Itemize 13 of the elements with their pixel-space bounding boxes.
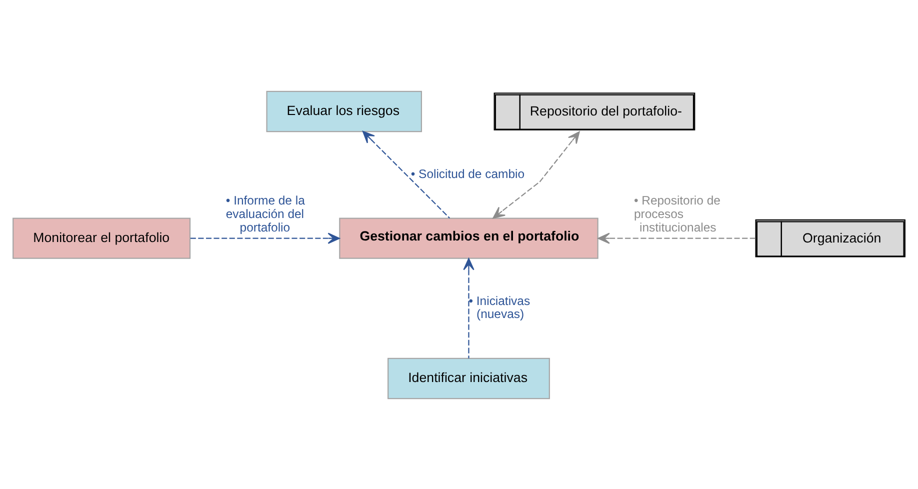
node-box: Identificar iniciativas (388, 357, 550, 399)
node-box: Monitorear el portafolio (12, 217, 191, 258)
arrow (492, 130, 580, 218)
edge-label: • Repositorio de procesos institucionales (634, 193, 720, 234)
edge-label: • Informe de la evaluación del portafolio (226, 193, 305, 234)
edge-label: • Solicitud de cambio (410, 166, 525, 181)
edge-label: • Iniciativas (nuevas) (468, 293, 530, 321)
arrow (598, 232, 756, 244)
node-box: Evaluar los riesgos (266, 90, 422, 132)
arrow (190, 232, 340, 244)
arrow (362, 130, 450, 218)
arrow (463, 258, 474, 358)
node-box: Gestionar cambios en el portafolio (339, 217, 598, 258)
